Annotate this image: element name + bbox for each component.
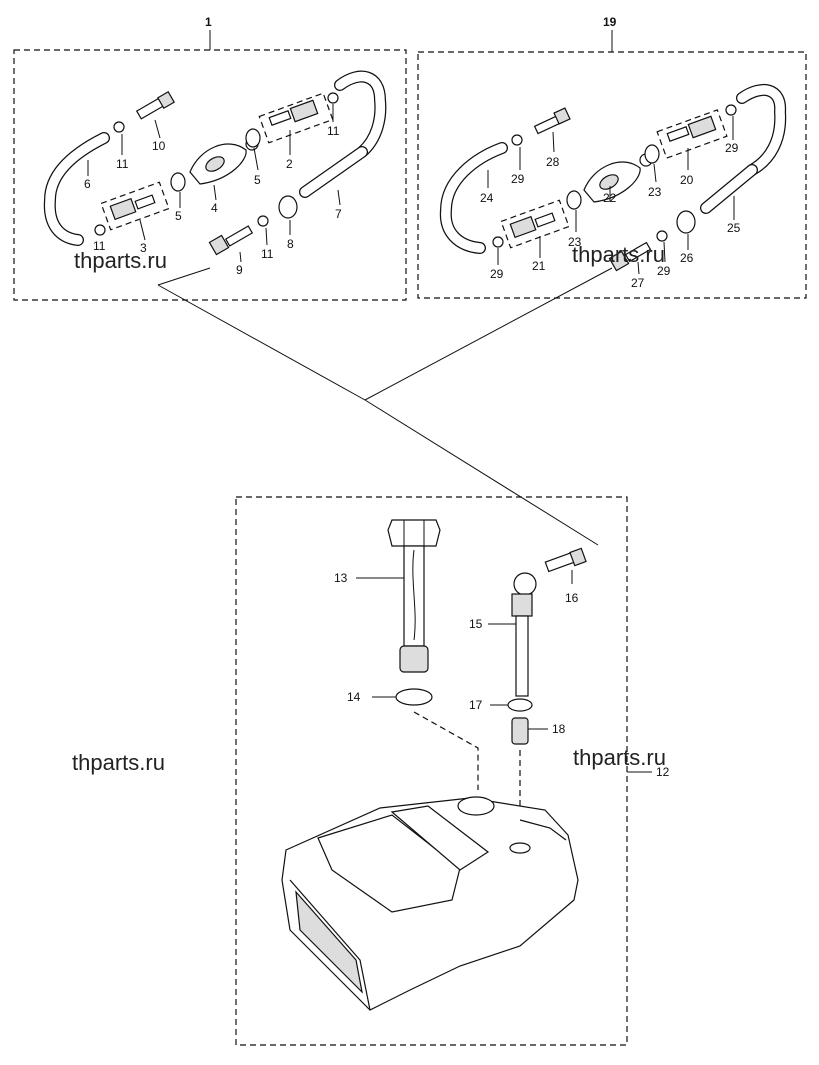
callout-12: 12 [656, 765, 670, 779]
watermark-1: thparts.ru [74, 248, 167, 273]
primer-bulb-22 [583, 153, 653, 203]
callout-11b: 11 [327, 124, 340, 138]
callout-16: 16 [565, 591, 579, 605]
connector-21 [500, 199, 570, 249]
callout-13: 13 [334, 571, 348, 585]
callout-28: 28 [546, 155, 560, 169]
washer-23a [566, 190, 582, 210]
callout-21: 21 [532, 259, 546, 273]
nut-29d [656, 230, 668, 242]
callout-20: 20 [680, 173, 694, 187]
callout-15: 15 [469, 617, 483, 631]
washer-5a [170, 172, 186, 192]
fitting-9 [208, 225, 254, 256]
o-ring-14: 14 [347, 688, 433, 706]
callout-29a: 29 [511, 172, 525, 186]
nut-29c [492, 236, 504, 248]
group-1-fuel-line: 1 [13, 15, 407, 301]
fuel-gauge-13: 13 [334, 519, 441, 673]
callout-11d: 11 [93, 239, 106, 253]
callout-23a: 23 [568, 235, 582, 249]
gauge-assembly-line [413, 711, 479, 790]
callout-17: 17 [469, 698, 483, 712]
fuel-tank [281, 796, 579, 1011]
connector-3 [100, 181, 170, 231]
hose-25 [700, 84, 787, 214]
nut-11c [257, 215, 269, 227]
hose-24 [439, 142, 508, 254]
sleeve-8 [278, 195, 298, 219]
fitting-28 [533, 107, 571, 135]
callout-29b: 29 [725, 141, 739, 155]
callout-2: 2 [286, 157, 293, 171]
connector-20 [656, 109, 728, 159]
group-12-boundary [235, 496, 628, 1046]
callout-6: 6 [84, 177, 91, 191]
hose-7 [299, 70, 387, 198]
sleeve-26 [676, 210, 696, 234]
washer-23b [644, 144, 660, 164]
washer-5b [245, 128, 261, 148]
callout-29c: 29 [490, 267, 504, 281]
callout-1: 1 [205, 15, 212, 29]
connector-16: 16 [544, 547, 587, 605]
callout-22: 22 [603, 191, 617, 205]
nut-11a [113, 121, 125, 133]
callout-18: 18 [552, 722, 566, 736]
callout-5a: 5 [175, 209, 182, 223]
filter-18: 18 [511, 717, 566, 745]
callout-8: 8 [287, 237, 294, 251]
connection-lines [157, 267, 613, 546]
callout-27: 27 [631, 276, 645, 290]
pickup-tube-15: 15 [469, 572, 537, 697]
callout-23b: 23 [648, 185, 662, 199]
nut-29a [511, 134, 523, 146]
callout-14: 14 [347, 690, 361, 704]
group-12-fuel-tank: 12 13 14 15 [72, 496, 670, 1046]
callout-3: 3 [140, 241, 147, 255]
seal-17: 17 [469, 698, 533, 712]
callout-9: 9 [236, 263, 243, 277]
nut-11b [327, 92, 339, 104]
callout-4: 4 [211, 201, 218, 215]
callout-29d: 29 [657, 264, 671, 278]
nut-29b [725, 104, 737, 116]
callout-11a: 11 [116, 157, 129, 171]
watermark-4: thparts.ru [573, 745, 666, 770]
fitting-10 [135, 90, 176, 120]
hose-6 [43, 132, 110, 246]
fitting-27 [608, 241, 652, 272]
callout-19: 19 [603, 15, 617, 29]
callout-11c: 11 [261, 247, 274, 261]
callout-26: 26 [680, 251, 694, 265]
connector-2 [258, 92, 334, 144]
watermark-2: thparts.ru [572, 242, 665, 267]
nut-11d [94, 224, 106, 236]
callout-10: 10 [152, 139, 166, 153]
watermark-3: thparts.ru [72, 750, 165, 775]
callout-5b: 5 [254, 173, 261, 187]
group-19-fuel-line: 19 [417, 15, 807, 299]
callout-7: 7 [335, 207, 342, 221]
callout-24: 24 [480, 191, 494, 205]
callout-25: 25 [727, 221, 741, 235]
